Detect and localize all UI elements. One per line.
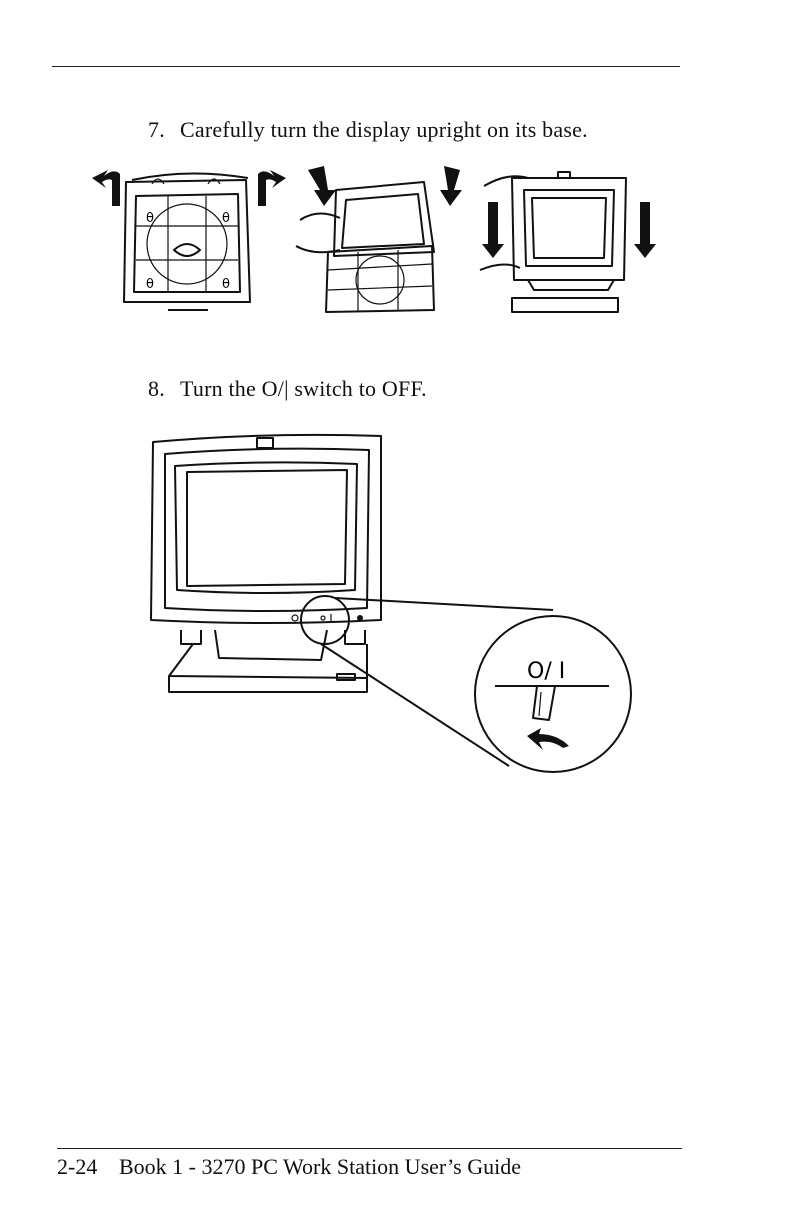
svg-text:θ: θ: [146, 277, 154, 292]
step-8: 8.Turn the O/| switch to OFF.: [148, 376, 427, 402]
svg-text:θ: θ: [222, 211, 230, 226]
page-number: 2-24: [57, 1154, 119, 1180]
display-lifting-view: [296, 166, 462, 312]
step-7: 7.Carefully turn the display upright on …: [148, 117, 588, 143]
step-7-number: 7.: [148, 117, 180, 143]
top-rule: [52, 66, 680, 67]
switch-magnifier: O/ I: [301, 596, 631, 772]
step-7-text: Carefully turn the display upright on it…: [180, 117, 588, 142]
switch-label: O/ I: [527, 659, 565, 684]
display-upright-view: [480, 172, 656, 312]
svg-text:θ: θ: [222, 277, 230, 292]
svg-text:θ: θ: [146, 211, 154, 226]
curved-arrow-icon: [92, 170, 286, 206]
switch-figure: O/ I: [145, 430, 635, 780]
footer-rule: [57, 1148, 682, 1149]
display-front-view: [151, 435, 381, 692]
book-title: Book 1 - 3270 PC Work Station User’s Gui…: [119, 1154, 521, 1179]
step-8-number: 8.: [148, 376, 180, 402]
turn-display-figure: θ θ θ θ: [88, 160, 668, 320]
step-8-text: Turn the O/| switch to OFF.: [180, 376, 427, 401]
display-back-view: θ θ θ θ: [124, 173, 250, 310]
